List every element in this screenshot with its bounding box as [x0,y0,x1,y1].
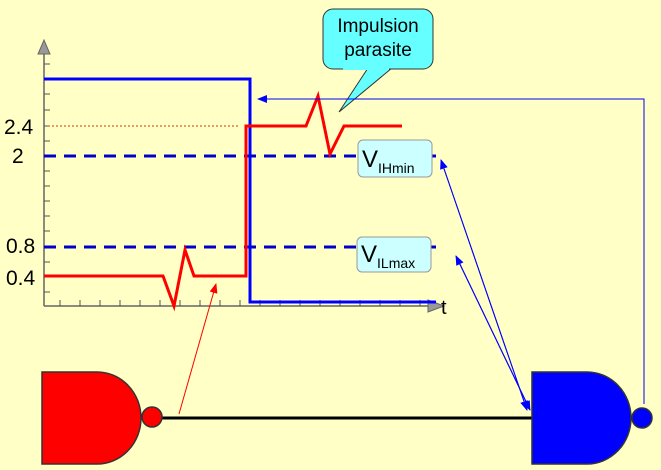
vil-max-label: VILmax [356,236,432,273]
arrow-gate-to-input [178,283,218,415]
y-label-2: 2 [12,145,24,168]
y-axis [37,38,51,306]
vih-label-text: VIHmin [362,146,415,176]
vih-min-label: VIHmin [357,139,433,178]
callout-text-line1: Impulsion [337,16,418,37]
driver-gate-bubble [141,406,163,428]
y-label-0-4: 0.4 [6,267,36,290]
input-signal-trace [44,90,402,312]
x-axis-label: t [441,297,447,319]
connector-arrows [178,95,645,415]
y-label-0-8: 0.8 [6,235,35,258]
vil-label-text: VILmax [361,241,415,271]
feedback-arrow-to-output [257,95,645,404]
callout-text-line2: parasite [344,40,412,61]
vil-label-box [356,236,432,273]
arrow-from-vih [440,159,528,411]
y-label-2-4: 2.4 [4,116,34,139]
receiver-nand-gate [531,371,653,465]
receiver-gate-bubble [631,407,653,429]
parasitic-pulse-callout: Impulsion parasite [322,8,434,113]
receiver-gate-body [531,371,632,465]
output-signal-trace [44,77,436,304]
vih-label-box [357,139,433,178]
driver-nand-gate [41,371,163,465]
callout-pointer [338,67,394,113]
arrow-from-vil [455,255,531,411]
driver-gate-body [41,371,142,465]
